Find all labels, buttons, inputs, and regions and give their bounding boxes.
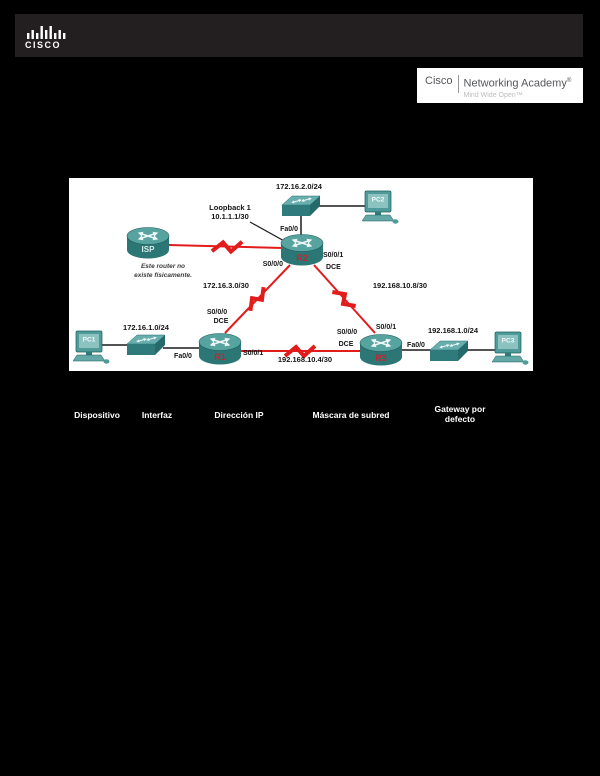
table-header-gateway: Gateway por defecto bbox=[434, 404, 486, 424]
pc3: PC3 bbox=[491, 331, 529, 365]
table-header-mascara: Máscara de subred bbox=[312, 410, 390, 420]
router-isp: ISP bbox=[126, 227, 170, 259]
academy-divider bbox=[457, 75, 459, 93]
r3-s001-label: S0/0/1 bbox=[376, 324, 396, 331]
table-header-direccion-ip: Dirección IP bbox=[214, 410, 264, 420]
cisco-logo-icon bbox=[27, 26, 66, 39]
switch-lan-pc3 bbox=[429, 340, 469, 361]
isp-note-line1: Este router no bbox=[141, 263, 185, 270]
router-r2-label: R2 bbox=[296, 253, 308, 263]
r1-s000-label: S0/0/0 bbox=[207, 309, 227, 316]
mouse-icon bbox=[103, 359, 110, 364]
serial-bolts bbox=[210, 239, 356, 359]
r1-s001-label: S0/0/1 bbox=[243, 350, 263, 357]
network-label-wan-r1r3: 192.168.10.4/30 bbox=[278, 355, 332, 364]
switch-arrows-icon bbox=[291, 197, 312, 204]
router-r1-label: R1 bbox=[214, 352, 226, 362]
isp-note-line2: existe físicamente. bbox=[134, 272, 192, 279]
r3-s000-label: S0/0/0 bbox=[337, 329, 357, 336]
bolt-icon bbox=[283, 344, 317, 359]
r1-s000-dce-label: DCE bbox=[214, 318, 229, 325]
network-topology-diagram: ISP Este router no existe físicamente. R… bbox=[69, 178, 533, 371]
academy-tagline: Mind Wide Open™ bbox=[463, 91, 523, 99]
network-label-lan-pc3: 192.168.1.0/24 bbox=[428, 326, 479, 335]
pc1: PC1 bbox=[72, 330, 110, 364]
network-label-wan-r2r3: 192.168.10.8/30 bbox=[373, 281, 427, 290]
switch-arrows-icon bbox=[439, 342, 460, 349]
mouse-icon bbox=[392, 219, 399, 224]
network-label-lan-pc1: 172.16.1.0/24 bbox=[123, 323, 170, 332]
router-arrows-icon bbox=[291, 238, 313, 248]
mouse-icon bbox=[522, 360, 529, 365]
router-r1: R1 bbox=[198, 333, 242, 365]
r3-s000-dce-label: DCE bbox=[339, 341, 354, 348]
router-r2: R2 bbox=[280, 234, 324, 266]
r1-fa00-label: Fa0/0 bbox=[174, 353, 192, 360]
pc3-label: PC3 bbox=[502, 338, 515, 345]
network-label-lan-pc2: 172.16.2.0/24 bbox=[276, 182, 323, 191]
registered-mark: ® bbox=[566, 78, 572, 84]
ethernet-links bbox=[102, 205, 496, 351]
router-arrows-icon bbox=[137, 231, 159, 241]
router-isp-label: ISP bbox=[142, 245, 156, 254]
switch-lan-pc2 bbox=[281, 195, 321, 216]
cisco-logo-text: cisco bbox=[25, 40, 62, 50]
academy-cisco-text: Cisco bbox=[425, 75, 453, 87]
switch-lan-pc1 bbox=[126, 334, 166, 355]
academy-name-text: Networking Academy® bbox=[463, 77, 572, 90]
loopback-label-line1: Loopback 1 bbox=[209, 203, 251, 212]
bolt-icon bbox=[210, 239, 244, 255]
table-header-interfaz: Interfaz bbox=[141, 410, 173, 420]
bolt-icon bbox=[332, 290, 356, 308]
r2-fa00-label: Fa0/0 bbox=[280, 226, 298, 233]
router-arrows-icon bbox=[370, 338, 392, 348]
r2-s001-label: S0/0/1 bbox=[323, 252, 343, 259]
network-label-wan-r1r2: 172.16.3.0/30 bbox=[203, 281, 249, 290]
loopback-label-line2: 10.1.1.1/30 bbox=[211, 212, 249, 221]
router-r3: R3 bbox=[359, 334, 403, 366]
pc1-label: PC1 bbox=[83, 337, 96, 344]
bolt-icon bbox=[248, 286, 266, 312]
table-header-dispositivo: Dispositivo bbox=[74, 410, 120, 420]
router-arrows-icon bbox=[209, 337, 231, 347]
r2-s000-label: S0/0/0 bbox=[263, 261, 283, 268]
loopback-pointer-line bbox=[249, 221, 287, 243]
cisco-header-bar: cisco bbox=[15, 14, 583, 57]
router-r3-label: R3 bbox=[375, 353, 387, 363]
r2-s001-dce-label: DCE bbox=[326, 264, 341, 271]
networking-academy-logo: Cisco Networking Academy® Mind Wide Open… bbox=[417, 68, 583, 103]
pc2-label: PC2 bbox=[372, 197, 385, 204]
pc2: PC2 bbox=[361, 190, 399, 224]
r3-fa00-label: Fa0/0 bbox=[407, 342, 425, 349]
switch-arrows-icon bbox=[136, 336, 157, 343]
